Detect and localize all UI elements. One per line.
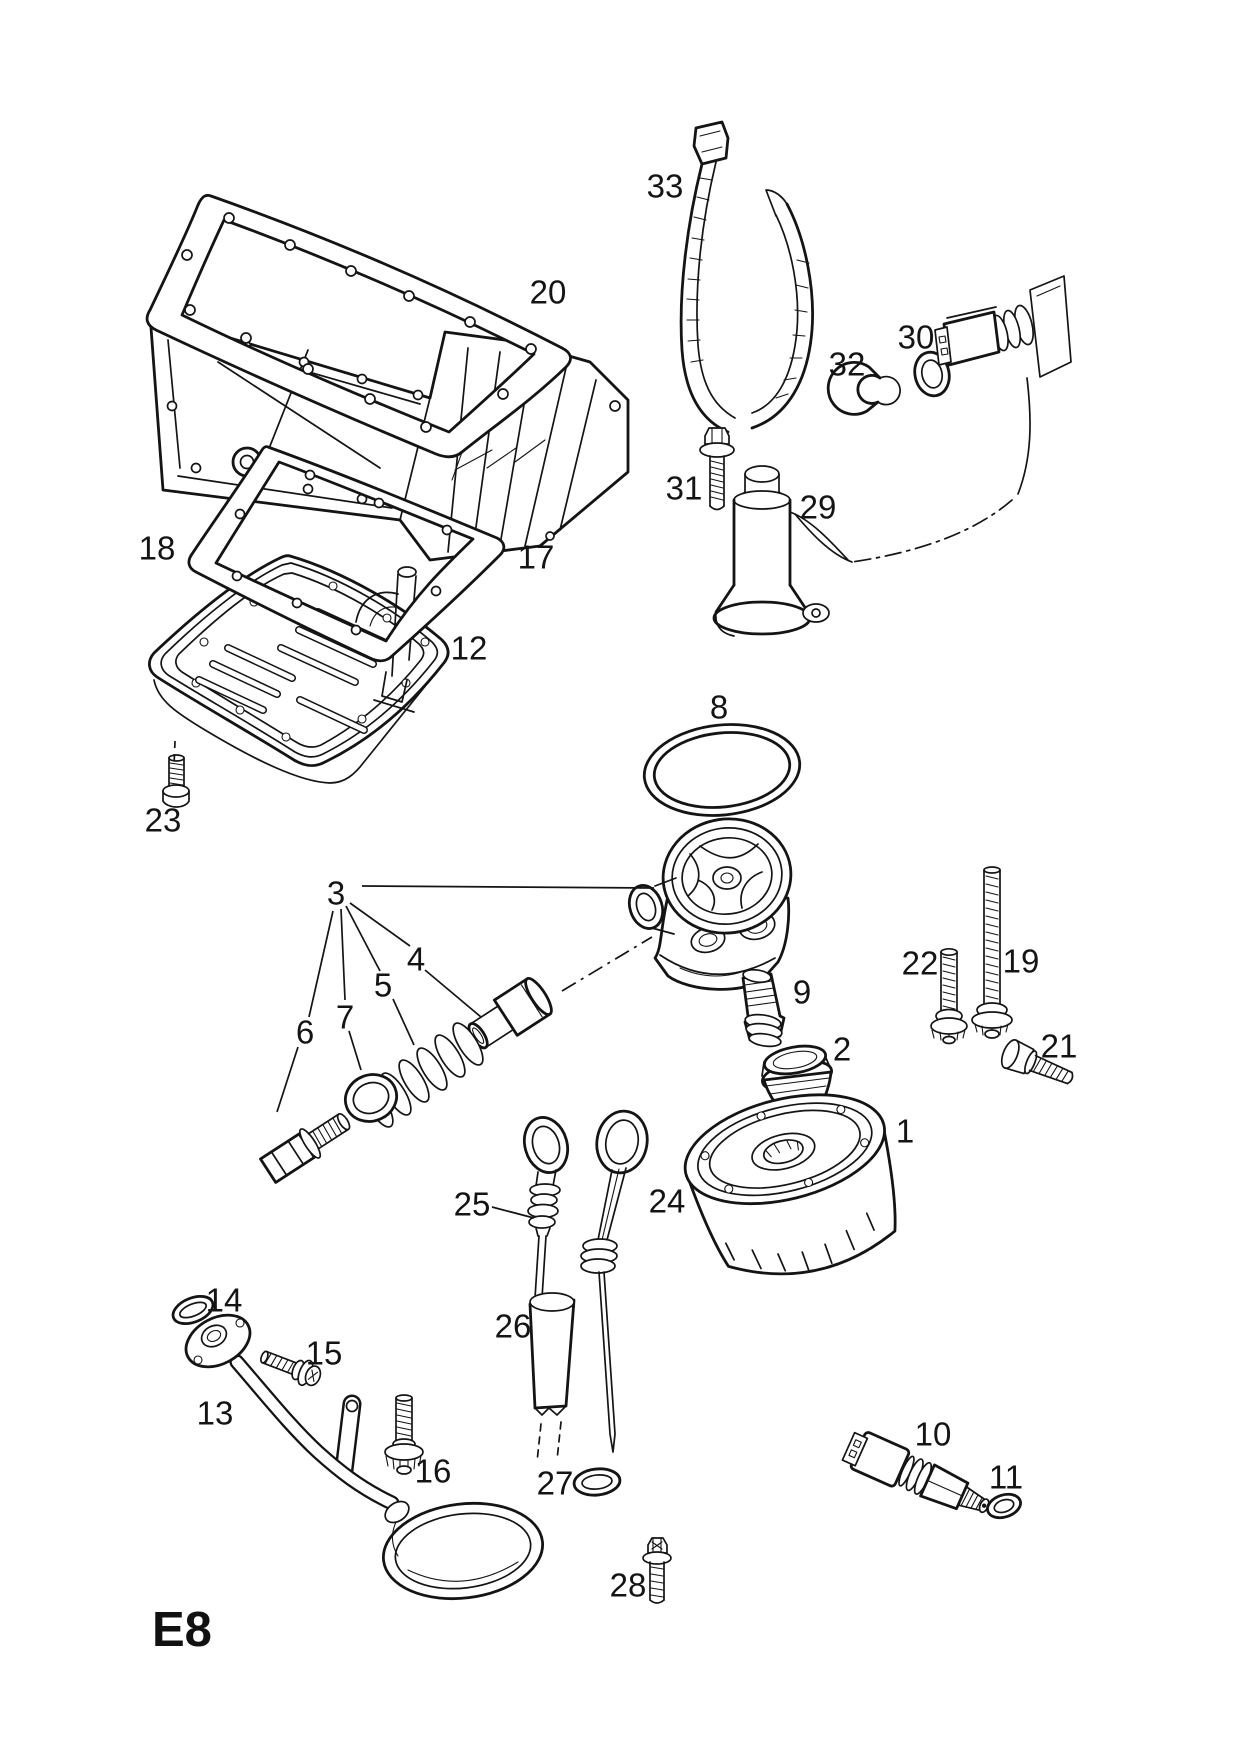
part-7-seal-ring	[343, 1073, 399, 1123]
part-label-31: 31	[666, 470, 703, 507]
part-label-30: 30	[898, 319, 935, 356]
part-label-28: 28	[610, 1567, 647, 1604]
part-label-20: 20	[530, 274, 567, 311]
part-11-seal-washer	[986, 1492, 1022, 1520]
part-8-oring	[642, 723, 802, 817]
sensor-wire	[1017, 377, 1031, 495]
leader-line	[348, 1030, 362, 1071]
part-6-valve-bolt	[259, 1112, 351, 1184]
part-24-dipstick	[580, 1109, 649, 1453]
part-18-gasket	[187, 445, 506, 663]
part-label-19: 19	[1003, 943, 1040, 980]
part-19-bolt	[971, 866, 1013, 1039]
leader-line	[361, 885, 655, 889]
part-label-27: 27	[537, 1465, 574, 1502]
part-29-oil-level-sensor	[712, 465, 849, 637]
part-label-17: 17	[518, 539, 555, 576]
part-label-29: 29	[800, 489, 837, 526]
part-10-oil-pressure-switch	[841, 1431, 990, 1514]
part-label-22: 22	[902, 945, 939, 982]
part-26-guide-tube	[528, 1292, 576, 1463]
leader-line	[308, 910, 334, 1018]
part-label-8: 8	[710, 689, 728, 726]
part-label-1: 1	[896, 1113, 914, 1150]
part-31-bolt	[699, 427, 735, 511]
part-label-18: 18	[139, 530, 176, 567]
leader-lines-layer	[173, 740, 655, 1219]
part-label-7: 7	[336, 999, 354, 1036]
leader-line	[345, 905, 381, 972]
part-label-15: 15	[306, 1335, 343, 1372]
part-16-bolt	[384, 1394, 424, 1475]
part-label-13: 13	[197, 1395, 234, 1432]
part-label-14: 14	[206, 1282, 243, 1319]
filter-adapter-housing	[627, 817, 793, 991]
part-label-24: 24	[649, 1183, 686, 1220]
part-25-dipstick	[522, 1116, 570, 1299]
part-13-pickup-tube	[184, 1313, 545, 1601]
part-label-16: 16	[415, 1453, 452, 1490]
leader-line	[424, 969, 482, 1018]
part-label-26: 26	[495, 1308, 532, 1345]
part-label-3: 3	[327, 875, 345, 912]
leader-line	[173, 740, 176, 767]
part-28-bolt	[642, 1537, 672, 1604]
part-label-2: 2	[833, 1031, 851, 1068]
leader-line	[340, 908, 346, 1001]
page-code: E8	[152, 1603, 212, 1657]
part-label-11: 11	[989, 1459, 1023, 1496]
leader-line	[561, 936, 653, 992]
leader-line	[276, 1046, 299, 1113]
part-label-4: 4	[407, 941, 425, 978]
part-label-9: 9	[793, 974, 811, 1011]
part-27-oring	[572, 1467, 622, 1497]
part-label-6: 6	[296, 1014, 314, 1051]
part-label-33: 33	[647, 168, 684, 205]
part-1-oil-filter	[683, 1093, 897, 1276]
part-14-seal-ring	[171, 1294, 215, 1326]
part-label-23: 23	[145, 802, 182, 839]
part-label-25: 25	[454, 1186, 491, 1223]
part-20-gasket	[145, 193, 572, 459]
part-label-10: 10	[915, 1416, 952, 1453]
leader-line	[349, 902, 411, 947]
part-label-21: 21	[1041, 1028, 1078, 1065]
leader-line	[491, 1206, 535, 1219]
harness-connector	[794, 275, 1072, 563]
leader-line	[392, 998, 415, 1046]
part-label-12: 12	[451, 630, 488, 667]
part-21-bolt	[1000, 1039, 1074, 1085]
part-label-32: 32	[829, 346, 866, 383]
part-32-retaining-clip	[826, 360, 901, 416]
part-4-valve-piston	[467, 977, 553, 1050]
part-22-bolt	[930, 947, 968, 1045]
part-12-oil-pan	[148, 554, 450, 784]
part-9-connector-nipple	[741, 968, 786, 1048]
part-23-drain-plug	[162, 754, 190, 808]
part-33-cable-tie	[679, 120, 814, 434]
part-15-bolt	[260, 1350, 322, 1387]
part-label-5: 5	[374, 967, 392, 1004]
